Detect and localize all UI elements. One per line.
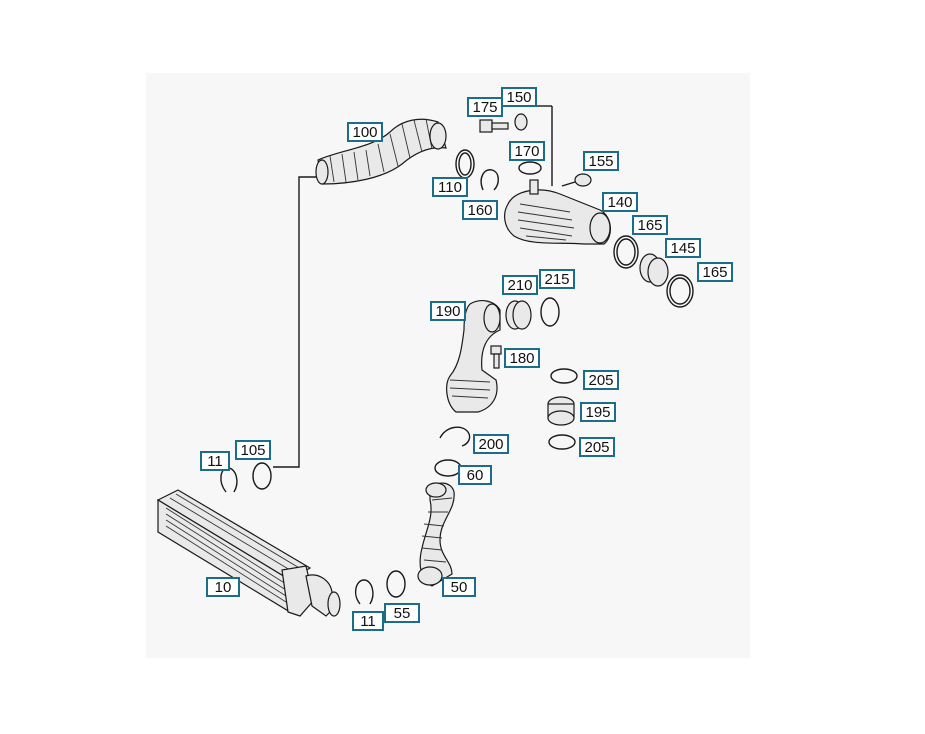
callout-box-60: [458, 465, 492, 485]
ring-105: [252, 462, 272, 490]
grommet-150: [514, 113, 528, 131]
callout-box-180: [504, 348, 540, 368]
sleeve-210: [505, 300, 532, 330]
callout-label-205a: 205: [588, 372, 613, 389]
callout-label-55: 55: [394, 605, 411, 622]
callout-box-55: [384, 603, 420, 623]
ring-110-inner: [458, 152, 472, 176]
callout-label-200: 200: [478, 436, 503, 453]
callout-label-50: 50: [451, 579, 468, 596]
clamp-205-a: [550, 368, 578, 384]
callout-label-190: 190: [435, 303, 460, 320]
sleeve-145: [639, 253, 669, 287]
ring-55: [386, 570, 406, 598]
callout-label-150: 150: [506, 89, 531, 106]
callout-box-205b: [579, 437, 615, 457]
callout-label-145: 145: [670, 240, 695, 257]
sensor-155: [561, 173, 592, 187]
clamp-205-b: [548, 434, 576, 450]
callout-box-110: [432, 177, 468, 197]
bolt-180: [490, 345, 502, 369]
callout-box-170: [509, 141, 545, 161]
clip-160: [480, 169, 499, 191]
callout-label-180: 180: [509, 350, 534, 367]
callout-box-11b: [352, 611, 384, 631]
hose-100: [315, 118, 447, 185]
callout-label-175: 175: [472, 99, 497, 116]
clamp-170: [518, 161, 542, 175]
clip-11-a: [220, 467, 238, 493]
callout-box-11a: [200, 451, 230, 471]
callout-label-165b: 165: [702, 264, 727, 281]
callout-box-215: [539, 269, 575, 289]
callout-box-155: [583, 151, 619, 171]
callout-label-165a: 165: [637, 217, 662, 234]
callout-label-160: 160: [467, 202, 492, 219]
housing-140: [504, 179, 611, 245]
callout-box-145: [665, 238, 701, 258]
pipe-190: [446, 300, 501, 413]
callout-box-195: [580, 402, 616, 422]
callout-label-60: 60: [467, 467, 484, 484]
callout-label-11b: 11: [360, 613, 376, 630]
callout-box-205a: [583, 370, 619, 390]
callout-box-160: [462, 200, 498, 220]
sleeve-195: [547, 396, 575, 426]
callout-box-150: [501, 87, 537, 107]
callout-box-165a: [632, 215, 668, 235]
ring-60: [434, 459, 462, 477]
callout-group: 100 175 150 170 155 110 160 140 165 145 …: [200, 87, 733, 631]
clip-11-b: [354, 579, 374, 605]
callout-box-210: [502, 275, 538, 295]
callout-label-205b: 205: [584, 439, 609, 456]
callout-label-170: 170: [514, 143, 539, 160]
callout-label-210: 210: [507, 277, 532, 294]
callout-box-200: [473, 434, 509, 454]
ring-165-a: [613, 235, 639, 269]
callout-box-190: [430, 301, 466, 321]
callout-label-105: 105: [240, 442, 265, 459]
callout-label-215: 215: [544, 271, 569, 288]
ring-165-a-inner: [616, 238, 636, 266]
hose-50: [417, 482, 455, 587]
callout-box-105: [235, 440, 271, 460]
bolt-175: [479, 119, 509, 133]
ring-165-b: [666, 274, 694, 308]
callout-label-155: 155: [588, 153, 613, 170]
clamp-215: [540, 297, 560, 327]
callout-label-10: 10: [215, 579, 232, 596]
callout-label-110: 110: [438, 179, 462, 196]
callout-box-165b: [697, 262, 733, 282]
callout-box-10: [206, 577, 240, 597]
callout-label-195: 195: [585, 404, 610, 421]
callout-label-11a: 11: [207, 453, 223, 470]
callout-box-100: [347, 122, 383, 142]
intercooler-10: [156, 489, 341, 617]
ring-165-b-inner: [669, 277, 691, 305]
callout-box-50: [442, 577, 476, 597]
leader-lines: [273, 105, 553, 468]
clip-200: [439, 426, 471, 447]
callout-label-140: 140: [607, 194, 632, 211]
callout-box-140: [602, 192, 638, 212]
callout-label-100: 100: [352, 124, 377, 141]
